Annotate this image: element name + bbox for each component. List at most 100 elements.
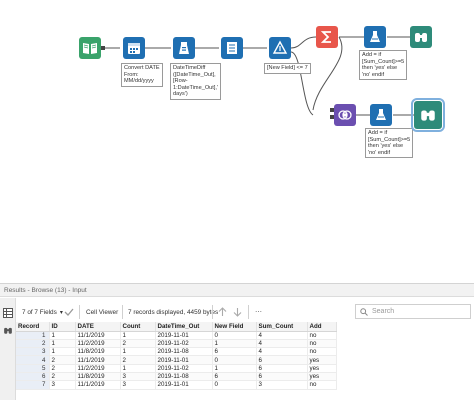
table-cell[interactable]: 3 bbox=[120, 380, 156, 390]
table-cell[interactable]: 1 bbox=[120, 364, 156, 374]
table-cell[interactable]: 0 bbox=[212, 331, 257, 340]
table-cell[interactable]: 11/1/2019 bbox=[75, 355, 121, 365]
table-cell[interactable]: 6 bbox=[212, 347, 257, 357]
table-cell[interactable]: no bbox=[307, 380, 337, 390]
table-cell[interactable]: 3 bbox=[120, 372, 156, 382]
table-cell[interactable]: 0 bbox=[212, 380, 257, 390]
column-header[interactable]: Record bbox=[16, 322, 50, 332]
table-cell[interactable]: 4 bbox=[256, 339, 308, 349]
formula-tool-top[interactable] bbox=[364, 26, 386, 48]
table-cell[interactable]: 11/1/2019 bbox=[75, 380, 121, 390]
table-cell[interactable]: 2 bbox=[120, 339, 156, 349]
checkmark-icon[interactable] bbox=[64, 301, 74, 323]
table-cell[interactable]: 2 bbox=[120, 355, 156, 365]
formula-tool-bottom[interactable] bbox=[370, 104, 392, 126]
cell-viewer-button[interactable]: Cell Viewer bbox=[86, 308, 119, 316]
table-cell[interactable]: 2019-11-08 bbox=[155, 347, 213, 357]
table-cell[interactable]: no bbox=[307, 347, 337, 357]
record-number[interactable]: 3 bbox=[16, 347, 50, 357]
column-header[interactable]: DateTime_Out bbox=[155, 322, 213, 332]
table-cell[interactable]: no bbox=[307, 339, 337, 349]
table-cell[interactable]: 2019-11-01 bbox=[155, 380, 213, 390]
browse-tool-top[interactable] bbox=[410, 26, 432, 48]
table-cell[interactable]: 2 bbox=[49, 364, 76, 374]
table-cell[interactable]: yes bbox=[307, 355, 337, 365]
table-cell[interactable]: 3 bbox=[49, 380, 76, 390]
record-number[interactable]: 5 bbox=[16, 364, 50, 374]
table-cell[interactable]: 2019-11-02 bbox=[155, 364, 213, 374]
binoculars-icon bbox=[415, 33, 427, 42]
output-anchor[interactable] bbox=[101, 46, 105, 50]
record-number[interactable]: 6 bbox=[16, 372, 50, 382]
table-cell[interactable]: 11/1/2019 bbox=[75, 331, 121, 340]
table-cell[interactable]: 3 bbox=[256, 380, 308, 390]
column-header[interactable]: New Field bbox=[212, 322, 257, 332]
table-cell[interactable]: 11/2/2019 bbox=[75, 339, 121, 349]
table-cell[interactable]: 11/2/2019 bbox=[75, 364, 121, 374]
table-cell[interactable]: 2019-11-01 bbox=[155, 331, 213, 340]
table-cell[interactable]: 2019-11-08 bbox=[155, 372, 213, 382]
column-header[interactable]: Sum_Count bbox=[256, 322, 308, 332]
table-cell[interactable]: 1 bbox=[212, 364, 257, 374]
fields-dropdown[interactable]: 7 of 7 Fields ▾ bbox=[22, 301, 63, 323]
multi-row-formula-tool[interactable] bbox=[173, 37, 195, 59]
input-data-tool[interactable] bbox=[79, 37, 101, 59]
join-right-anchor[interactable] bbox=[330, 115, 334, 119]
join-left-anchor[interactable] bbox=[330, 108, 334, 112]
wire-filter-join-left bbox=[290, 51, 314, 116]
workflow-canvas[interactable]: Convert DATE From: MM/dd/yyyy DateTimeDi… bbox=[0, 0, 474, 283]
select-tool[interactable] bbox=[221, 37, 243, 59]
table-cell[interactable]: no bbox=[307, 331, 337, 340]
table-cell[interactable]: 11/8/2019 bbox=[75, 347, 121, 357]
options-menu-button[interactable]: ⋯ bbox=[255, 301, 262, 323]
table-cell[interactable]: 0 bbox=[212, 355, 257, 365]
table-cell[interactable]: 4 bbox=[256, 347, 308, 357]
column-header[interactable]: Add bbox=[307, 322, 337, 332]
table-cell[interactable]: 1 bbox=[212, 339, 257, 349]
results-panel: Results - Browse (13) - Input 7 of 7 Fie… bbox=[0, 283, 474, 400]
browse-tool-bottom-selected[interactable] bbox=[411, 98, 445, 132]
table-cell[interactable]: yes bbox=[307, 364, 337, 374]
record-number[interactable]: 1 bbox=[16, 331, 50, 340]
column-header[interactable]: Count bbox=[120, 322, 156, 332]
datetime-tool[interactable] bbox=[123, 37, 145, 59]
column-header[interactable]: ID bbox=[49, 322, 76, 332]
table-cell[interactable]: 11/8/2019 bbox=[75, 372, 121, 382]
table-cell[interactable]: yes bbox=[307, 372, 337, 382]
table-cell[interactable]: 1 bbox=[49, 331, 76, 340]
join-tool[interactable] bbox=[334, 104, 356, 126]
table-cell[interactable]: 1 bbox=[120, 347, 156, 357]
table-cell[interactable]: 1 bbox=[49, 347, 76, 357]
arrow-down-icon[interactable] bbox=[233, 301, 242, 323]
table-cell[interactable]: 2019-11-02 bbox=[155, 339, 213, 349]
table-cell[interactable]: 2 bbox=[49, 355, 76, 365]
table-cell[interactable]: 1 bbox=[120, 331, 156, 340]
table-cell[interactable]: 6 bbox=[256, 372, 308, 382]
table-cell[interactable]: 6 bbox=[256, 364, 308, 374]
table-cell[interactable]: 2019-11-01 bbox=[155, 355, 213, 365]
filter-tool[interactable] bbox=[269, 37, 291, 59]
record-number[interactable]: 4 bbox=[16, 355, 50, 365]
table-view-icon[interactable] bbox=[3, 305, 13, 323]
search-input[interactable]: Search bbox=[355, 304, 471, 319]
binoculars-icon[interactable] bbox=[2, 322, 14, 340]
record-number[interactable]: 7 bbox=[16, 380, 50, 390]
summarize-tool[interactable] bbox=[316, 26, 338, 48]
table-cell[interactable]: 6 bbox=[212, 372, 257, 382]
record-number[interactable]: 2 bbox=[16, 339, 50, 349]
datetime-annotation: Convert DATE From: MM/dd/yyyy bbox=[121, 63, 163, 87]
column-header[interactable]: DATE bbox=[75, 322, 121, 332]
table-cell[interactable]: 4 bbox=[256, 331, 308, 340]
table-cell[interactable]: 1 bbox=[49, 339, 76, 349]
arrow-up-icon[interactable] bbox=[218, 301, 227, 323]
table-cell[interactable]: 2 bbox=[49, 372, 76, 382]
table-cell[interactable]: 6 bbox=[256, 355, 308, 365]
